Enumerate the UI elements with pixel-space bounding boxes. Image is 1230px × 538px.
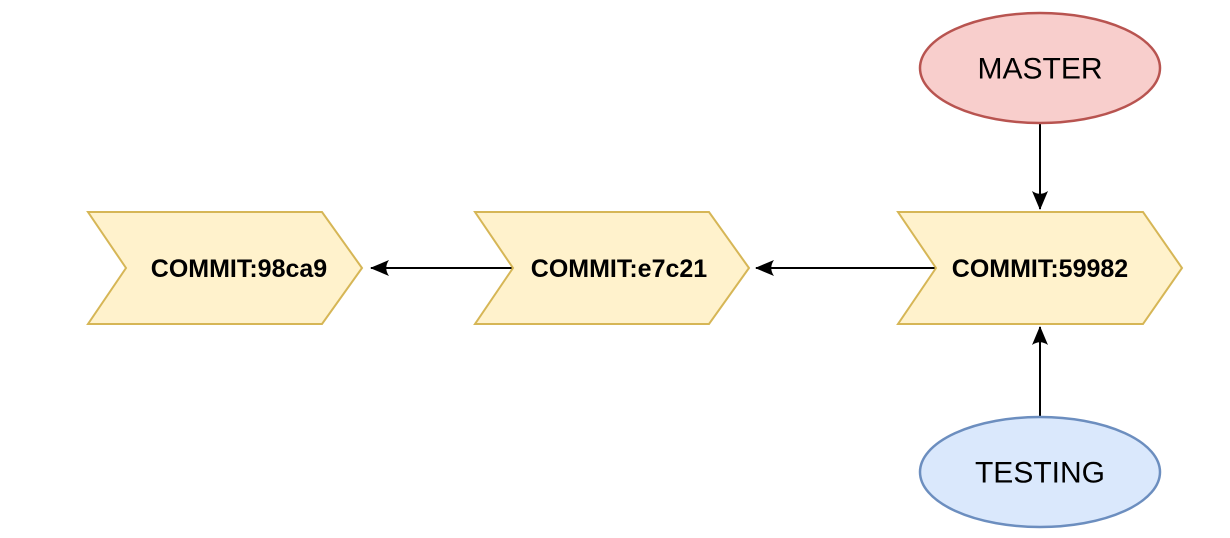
commit-label-98ca9: COMMIT:98ca9 bbox=[151, 255, 327, 283]
branch-node-master bbox=[918, 11, 1162, 125]
branch-node-testing bbox=[918, 415, 1162, 529]
branch-label-testing: TESTING bbox=[975, 457, 1105, 490]
commit-node-59982 bbox=[896, 211, 1184, 325]
commit-label-e7c21: COMMIT:e7c21 bbox=[531, 255, 708, 283]
branch-label-master: MASTER bbox=[977, 53, 1102, 86]
commit-node-98ca9 bbox=[86, 211, 364, 325]
commit-node-e7c21 bbox=[473, 211, 751, 325]
commit-label-59982: COMMIT:59982 bbox=[952, 255, 1128, 283]
